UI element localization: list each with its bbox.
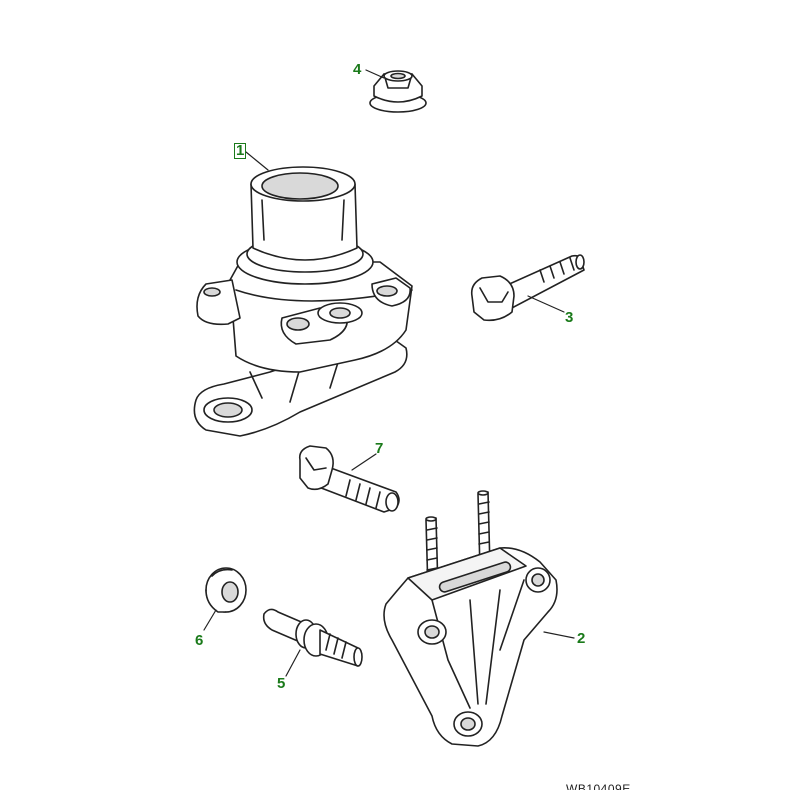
leader-line-7 bbox=[351, 453, 377, 471]
engine-mount-insulator-part bbox=[193, 166, 413, 437]
flange-bolt-part-7 bbox=[298, 445, 400, 513]
callout-3: 3 bbox=[565, 309, 574, 326]
callout-2: 2 bbox=[577, 630, 586, 647]
callout-4: 4 bbox=[353, 61, 362, 78]
flange-bolt-part-3 bbox=[470, 254, 585, 322]
leader-line-6 bbox=[203, 609, 217, 631]
callout-5: 5 bbox=[277, 675, 286, 692]
leader-line-3 bbox=[527, 295, 565, 313]
callout-6: 6 bbox=[195, 632, 204, 649]
flange-nut-part bbox=[369, 70, 427, 113]
callout-1: 1 bbox=[234, 142, 247, 159]
mount-bracket-part bbox=[383, 490, 558, 747]
leader-line-2 bbox=[543, 631, 575, 639]
washer-part bbox=[205, 567, 247, 613]
callout-7: 7 bbox=[375, 440, 384, 457]
reference-code: WB10409E bbox=[566, 782, 631, 790]
leader-lines bbox=[203, 69, 575, 677]
leader-line-1 bbox=[245, 151, 269, 171]
leader-line-4 bbox=[365, 69, 385, 79]
stud-part bbox=[262, 608, 363, 667]
leader-line-5 bbox=[285, 649, 301, 677]
